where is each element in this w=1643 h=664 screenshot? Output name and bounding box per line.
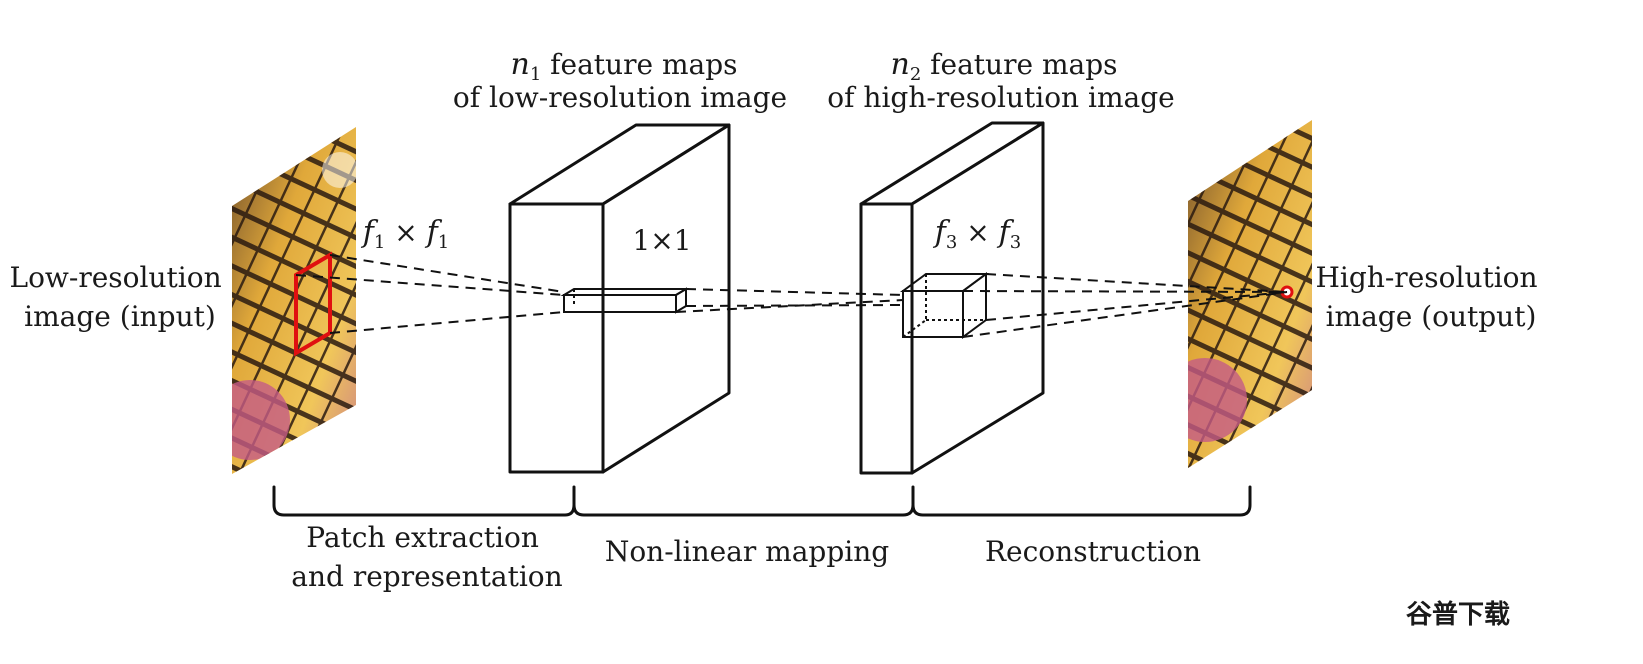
stage-label-reconstruction: Reconstruction: [985, 535, 1201, 568]
stage-label-non-linear-mapping: Non-linear mapping: [605, 535, 889, 568]
output-label: High-resolution image (output): [1316, 261, 1547, 333]
filter1-a-sub: 1: [374, 232, 385, 253]
filter1-label: f1 × f1: [361, 215, 449, 253]
filter1-b-sub: 1: [438, 232, 449, 253]
n2-title-line-2: of high-resolution image: [827, 81, 1174, 114]
n2-title-line-1: n2 feature maps: [891, 47, 1118, 85]
output-label-line-2: image (output): [1326, 300, 1537, 333]
n1-title-line-2: of low-resolution image: [453, 81, 787, 114]
n2-subscript: 2: [910, 64, 921, 85]
n2-title-rest: feature maps: [921, 48, 1117, 81]
input-label-line-2: image (input): [24, 300, 216, 333]
n2-symbol: n: [891, 47, 910, 82]
filter3-times: ×: [957, 216, 998, 249]
connector-lines: [295, 254, 1288, 338]
n1-title-line-1: n1 feature maps: [511, 47, 738, 85]
output-label-line-1: High-resolution: [1316, 261, 1538, 294]
n1-symbol: n: [511, 47, 530, 82]
input-label: Low-resolution image (input): [9, 261, 230, 333]
filter3-b-sub: 3: [1010, 232, 1021, 253]
input-label-line-1: Low-resolution: [9, 261, 221, 294]
stage-label-patch-line-2: and representation: [291, 560, 562, 593]
feature-block-n2: [859, 121, 1045, 475]
feature-block-n1: [508, 123, 731, 474]
stage-braces: [272, 485, 1252, 517]
stage-label-patch-line-1: Patch extraction: [306, 521, 539, 554]
filter3-a-sub: 3: [946, 232, 957, 253]
n1-title-rest: feature maps: [541, 48, 737, 81]
filter2-label: 1×1: [632, 224, 691, 257]
n1-subscript: 1: [530, 64, 541, 85]
input-image: [232, 127, 356, 474]
filter1-times: ×: [385, 216, 426, 249]
watermark: 谷普下载: [1406, 599, 1510, 630]
stage-label-patch-extraction: Patch extraction and representation: [291, 521, 562, 593]
